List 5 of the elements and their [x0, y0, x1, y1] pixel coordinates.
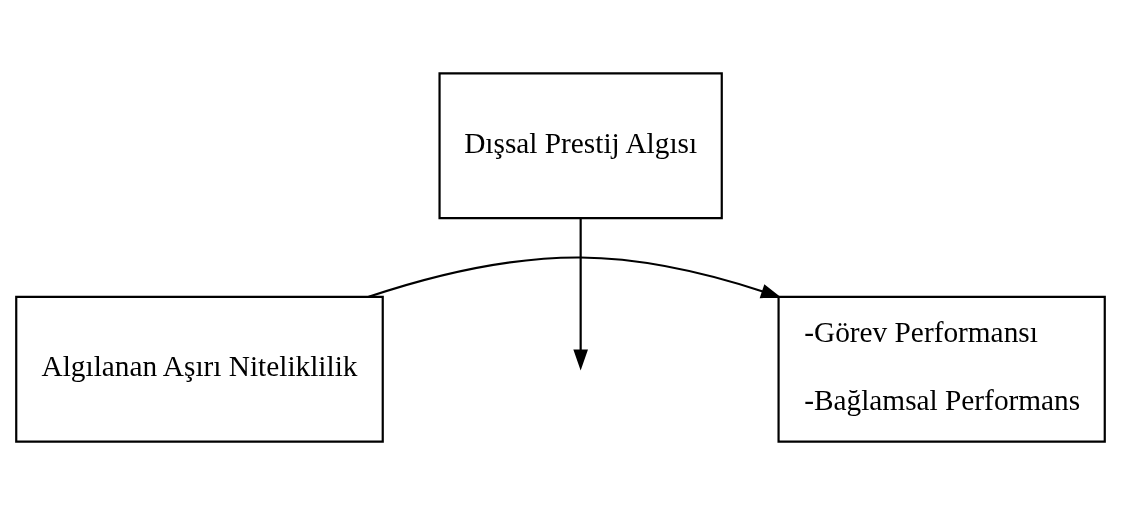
node-box: Algılanan Aşırı Niteliklilik [15, 295, 384, 443]
node-box: -Görev Performansı -Bağlamsal Performans [777, 295, 1106, 443]
arrow [368, 256, 782, 299]
arrow [573, 218, 588, 371]
node-box: Dışsal Prestij Algısı [438, 72, 723, 220]
